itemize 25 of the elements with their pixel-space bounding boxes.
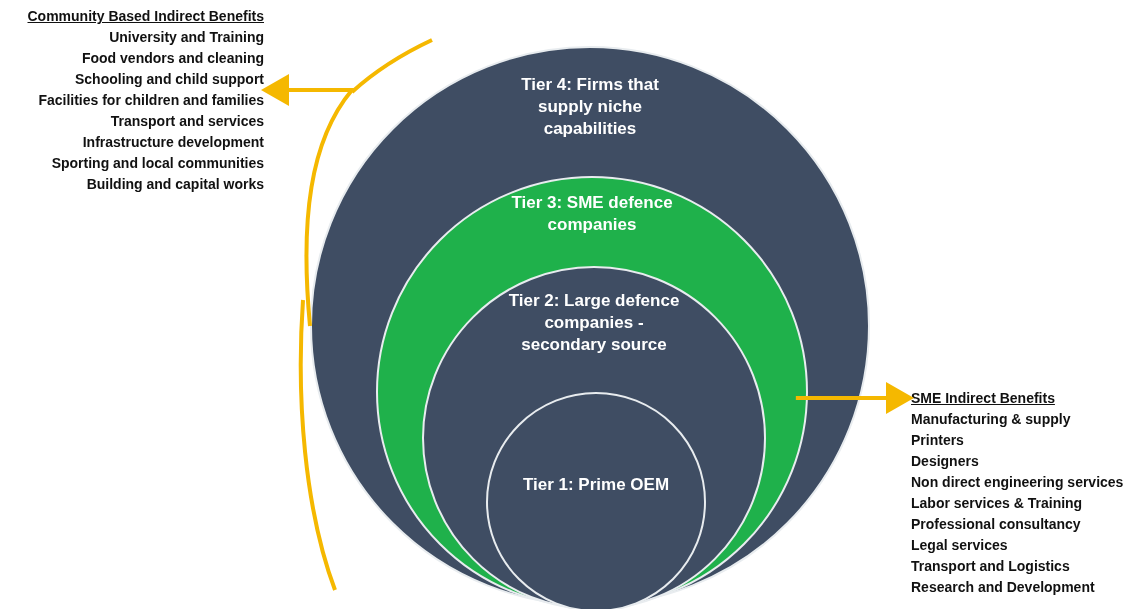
list-item: Building and capital works <box>86 175 264 194</box>
list-item: Research and Development <box>911 578 1095 597</box>
tier-label: Tier 4: Firms that supply niche capabilities <box>520 74 660 140</box>
list-item: Non direct engineering services <box>911 473 1124 492</box>
list-item: Printers <box>911 431 964 450</box>
list-heading: SME Indirect Benefits <box>911 389 1055 408</box>
list-item: Transport and Logistics <box>911 557 1070 576</box>
list-item: Designers <box>911 452 979 471</box>
list-item: Professional consultancy <box>911 515 1081 534</box>
list-item: Transport and services <box>110 112 264 131</box>
list-item: Food vendors and cleaning <box>81 49 264 68</box>
list-heading: Community Based Indirect Benefits <box>27 7 264 26</box>
list-item: Manufacturing & supply <box>911 410 1071 429</box>
arrow <box>795 382 914 414</box>
tier-label: Tier 3: SME defence companies <box>510 192 674 236</box>
list-item: Legal services <box>911 536 1008 555</box>
list-item: Infrastructure development <box>82 133 264 152</box>
list-item: Schooling and child support <box>75 70 264 89</box>
arrow <box>261 74 354 327</box>
tier-label: Tier 2: Large defence companies - secondary source <box>507 290 681 356</box>
list-item: Sporting and local communities <box>51 154 264 173</box>
list-item: Labor services & Training <box>911 494 1083 513</box>
tier-label: Tier 1: Prime OEM <box>521 474 671 496</box>
list-item: Facilities for children and families <box>38 91 264 110</box>
list-item: University and Training <box>109 28 264 47</box>
